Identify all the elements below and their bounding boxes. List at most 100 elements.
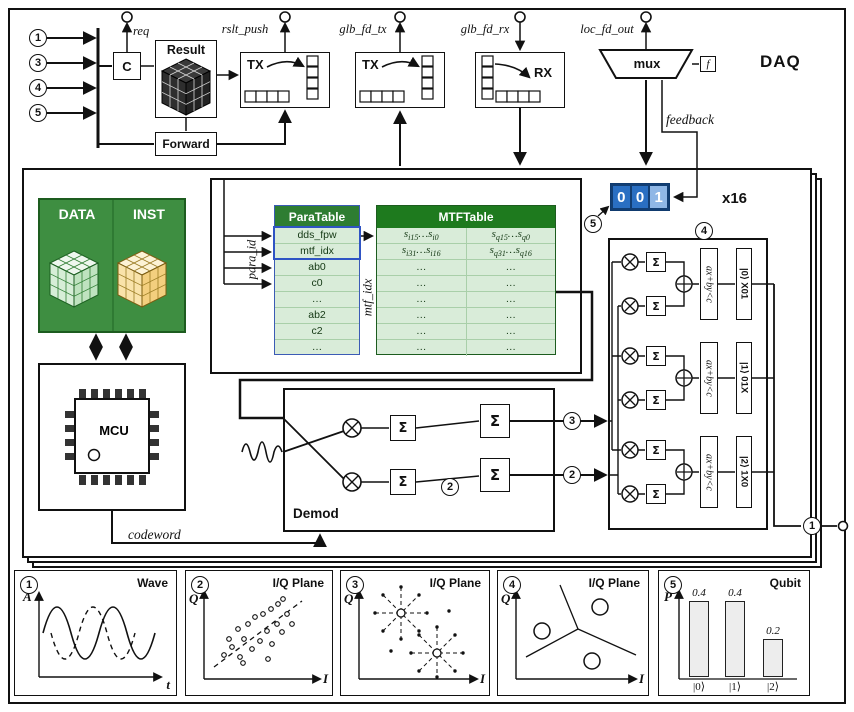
loc-fd-out-label: loc_fd_out xyxy=(580,22,634,36)
counter-digit: 1 xyxy=(650,186,668,208)
iq-regions-graphic xyxy=(511,584,638,684)
forward-label: Forward xyxy=(162,137,210,151)
rx-glb-box: RX xyxy=(475,52,565,108)
comparator-box: ax+by<c xyxy=(700,436,718,508)
state-output-box: |2⟩ 1X0 xyxy=(736,436,752,508)
mcu-label: MCU xyxy=(99,423,129,438)
sigma-small-box: Σ xyxy=(646,390,666,410)
mtf-table-header: MTFTable xyxy=(377,206,555,228)
para-row: dds_fpw xyxy=(275,228,359,244)
result-cube xyxy=(160,58,212,116)
tx-rslt-box: TX xyxy=(240,52,330,108)
tx-glb-label: TX xyxy=(362,57,379,72)
plot-badge: 2 xyxy=(191,576,209,594)
inst-label: INST xyxy=(133,206,165,222)
glb-fd-tx-label: glb_fd_tx xyxy=(339,22,387,36)
sigma-acc-box: Σ xyxy=(390,469,416,495)
qubit-state-label: |0⟩ xyxy=(693,681,705,693)
plot-xlabel: t xyxy=(166,677,170,692)
mcu-box: MCU xyxy=(38,363,186,511)
mtf-row: …… xyxy=(377,276,555,292)
plot-title: Qubit xyxy=(769,576,801,590)
plot-iq-clusters: 3 I/Q Plane Q I xyxy=(340,570,490,696)
port-badge-1: 1 xyxy=(29,29,47,47)
c-box: C xyxy=(113,52,141,80)
mux-label: mux xyxy=(633,56,661,71)
tx-fifo-graphic xyxy=(244,55,319,103)
mtf-row: si15…si0 sq15…sq0 xyxy=(377,228,555,244)
plot-title: Wave xyxy=(137,576,168,590)
forward-box: Forward xyxy=(155,132,217,156)
qubit-state-label: |2⟩ xyxy=(767,681,779,693)
sample-counter: 0 0 1 xyxy=(610,183,670,211)
mtf-row: …… xyxy=(377,292,555,308)
plot-ylabel: Q xyxy=(344,591,354,606)
feedback-label: feedback xyxy=(666,112,714,127)
sigma-acc-box: Σ xyxy=(390,415,416,441)
para-row: ab0 xyxy=(275,260,359,276)
plot-badge: 1 xyxy=(20,576,38,594)
plot-xlabel: I xyxy=(322,671,328,686)
mtf-row: si31…si16 sq31…sq16 xyxy=(377,244,555,260)
x16-label: x16 xyxy=(722,190,748,207)
wave-plot-graphic xyxy=(34,591,163,682)
state-output-box: |0⟩ X01 xyxy=(736,248,752,320)
plot-badge: 4 xyxy=(503,576,521,594)
mtf-row: …… xyxy=(377,308,555,324)
rx-fifo-graphic xyxy=(481,55,541,103)
result-label: Result xyxy=(166,43,206,57)
tx2-fifo-graphic xyxy=(359,55,434,103)
plot-wave: 1 Wave A t xyxy=(14,570,177,696)
plot-xlabel: I xyxy=(638,671,644,686)
f-box: f xyxy=(700,56,716,72)
para-row: … xyxy=(311,341,323,353)
data-label: DATA xyxy=(58,206,96,222)
data-inst-divider xyxy=(112,200,114,331)
port-badge-5: 5 xyxy=(29,104,47,122)
comparator-expr: ax+by<c xyxy=(703,359,715,397)
outer-frame xyxy=(8,8,846,704)
port-badge-3: 3 xyxy=(29,54,47,72)
f-label: f xyxy=(706,58,710,70)
para-row: c0 xyxy=(275,276,359,292)
tx-glb-box: TX xyxy=(355,52,445,108)
plot-iq-scatter: 2 I/Q Plane Q I xyxy=(185,570,333,696)
comparator-box: ax+by<c xyxy=(700,248,718,320)
mtf-table: MTFTable si15…si0 sq15…sq0 si31…si16 sq3… xyxy=(376,205,556,356)
badge-4-discriminator: 4 xyxy=(695,222,713,240)
codeword-label: codeword xyxy=(128,527,181,542)
sigma-small-box: Σ xyxy=(646,346,666,366)
data-inst-cubes xyxy=(48,250,168,308)
plot-ylabel: P xyxy=(664,589,672,604)
glb-fd-rx-label: glb_fd_rx xyxy=(460,22,510,36)
tx-rslt-label: TX xyxy=(247,57,264,72)
state-output-label: |1⟩ 01X xyxy=(738,362,750,394)
mtf-row: …… xyxy=(377,340,555,356)
mcu-chip-graphic: MCU xyxy=(65,389,159,485)
qubit-bar-value: 0.4 xyxy=(692,587,706,599)
c-label: C xyxy=(122,58,132,74)
plot-qubit-histogram: 5 Qubit P 0.4 0.4 0.2 |0⟩ |1⟩ |2⟩ xyxy=(658,570,810,696)
qubit-bar-value: 0.2 xyxy=(766,625,780,637)
counter-digit: 0 xyxy=(613,186,630,208)
sigma-small-box: Σ xyxy=(646,484,666,504)
state-output-label: |0⟩ X01 xyxy=(738,268,750,300)
plot-ylabel: Q xyxy=(189,591,199,606)
para-row: c2 xyxy=(275,324,359,340)
para-row: … xyxy=(275,292,359,308)
plot-badge: 3 xyxy=(346,576,364,594)
state-output-label: |2⟩ 1X0 xyxy=(738,456,750,488)
state-output-box: |1⟩ 01X xyxy=(736,342,752,414)
plot-iq-regions: 4 I/Q Plane Q I xyxy=(497,570,649,696)
daq-title: DAQ xyxy=(760,52,801,71)
para-id-label: para_id xyxy=(244,239,259,280)
qubit-bar-0 xyxy=(689,601,709,677)
qubit-axes-graphic xyxy=(674,589,797,680)
demod-label: Demod xyxy=(293,506,339,521)
data-inst-box: DATA INST xyxy=(38,198,186,333)
para-table-header: ParaTable xyxy=(275,206,359,228)
comparator-expr: ax+by<c xyxy=(703,453,715,491)
para-row: ab2 xyxy=(275,308,359,324)
req-label: req xyxy=(133,24,150,38)
